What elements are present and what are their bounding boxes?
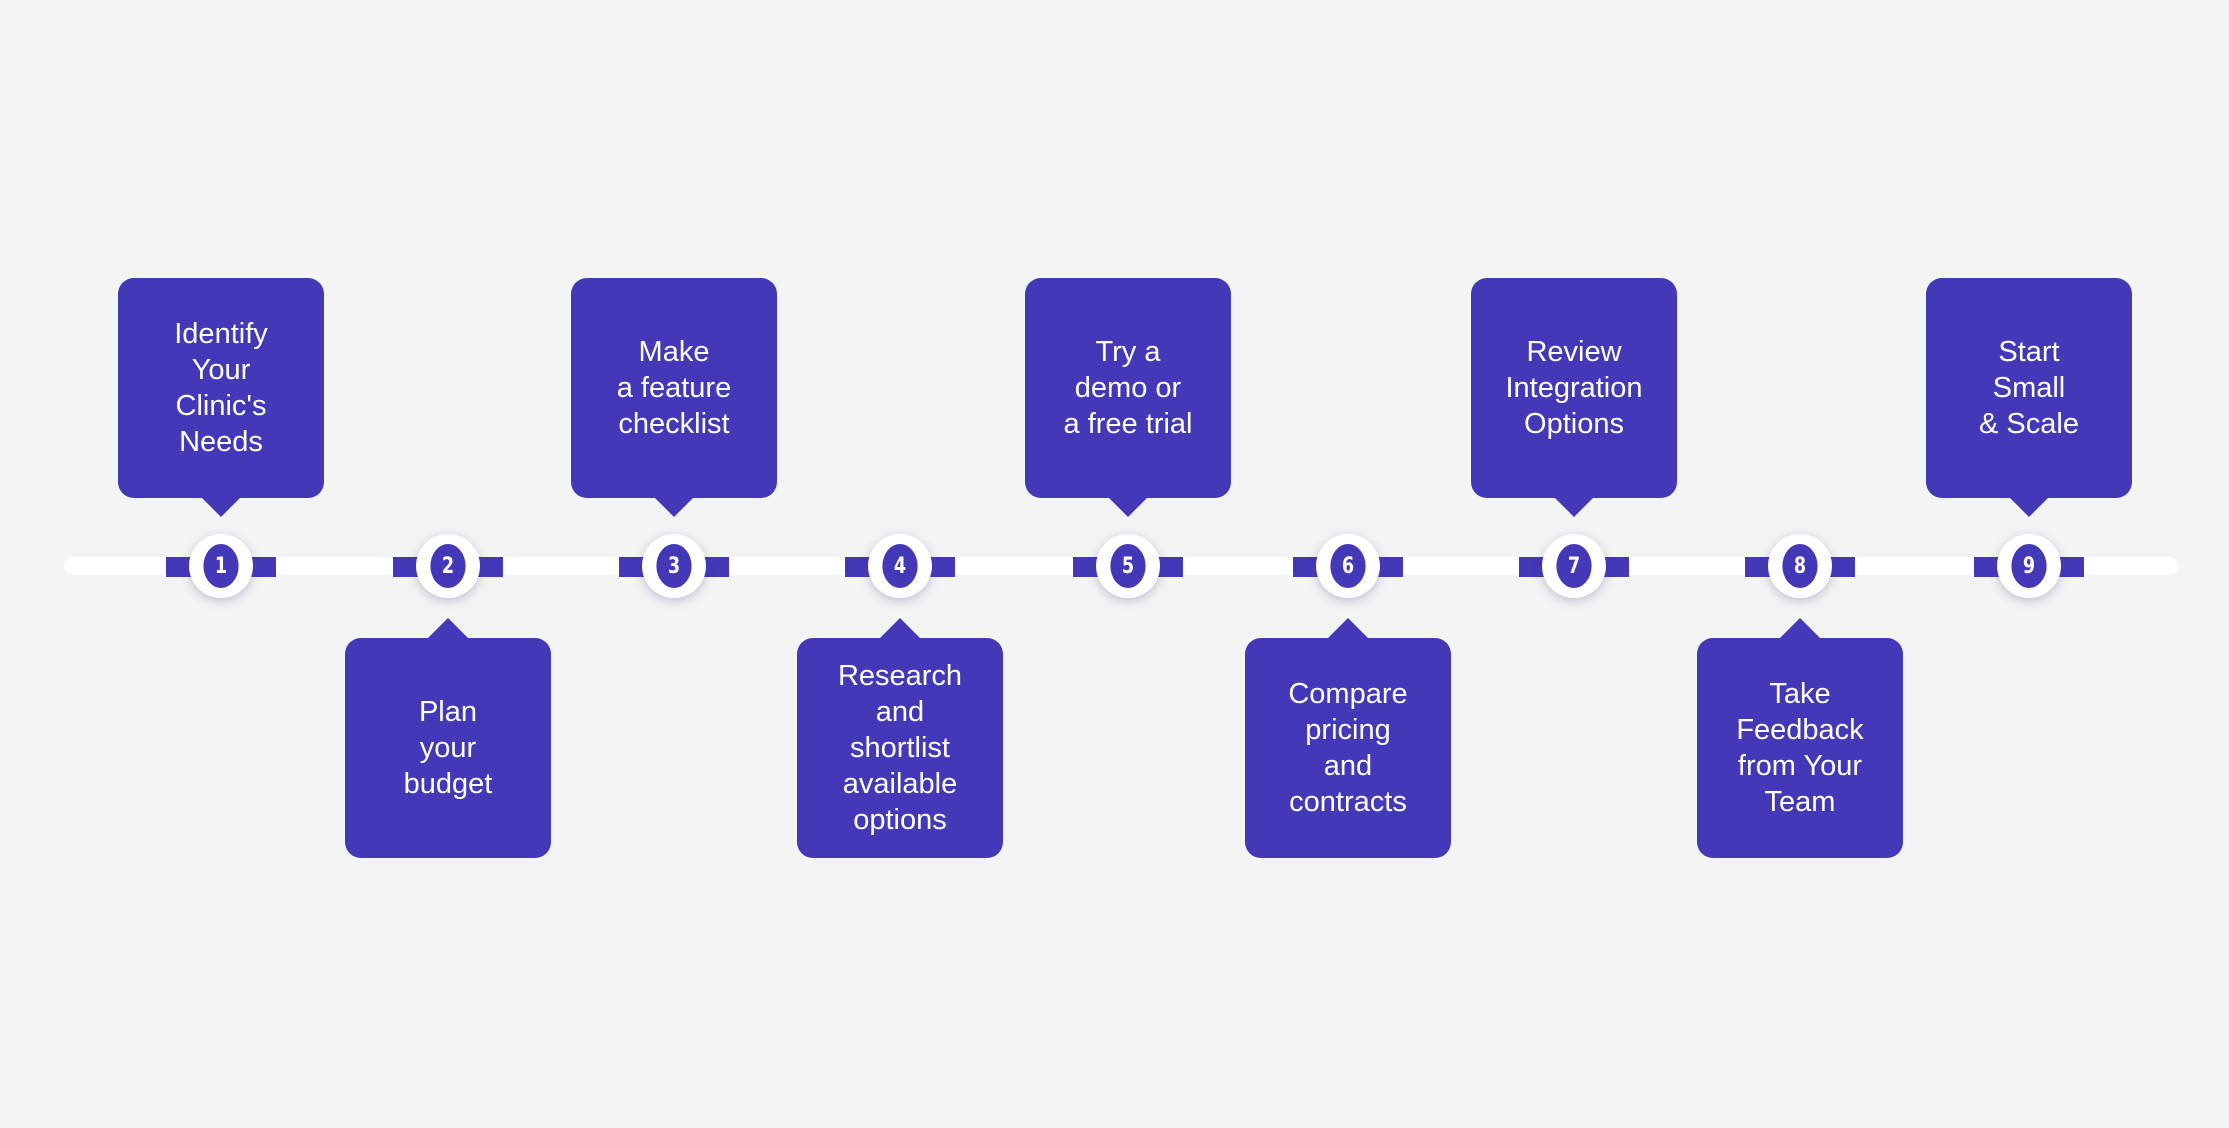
- card-pointer: [2009, 497, 2049, 517]
- card-pointer: [201, 497, 241, 517]
- step-card: Make a feature checklist: [571, 278, 777, 498]
- card-pointer: [880, 618, 920, 638]
- step-number: 3: [656, 544, 692, 588]
- step-card: Plan your budget: [345, 638, 551, 858]
- step-label: Make a feature checklist: [616, 336, 732, 440]
- step-number-badge: 3: [642, 534, 706, 598]
- step-number: 8: [1782, 544, 1818, 588]
- step-label: Try a demo or a free trial: [1063, 336, 1193, 440]
- step-label: Identify Your Clinic's Needs: [174, 318, 268, 458]
- card-pointer: [654, 497, 694, 517]
- step-number: 9: [2011, 544, 2047, 588]
- step-number-badge: 8: [1768, 534, 1832, 598]
- step-number: 5: [1110, 544, 1146, 588]
- step-number: 7: [1556, 544, 1592, 588]
- step-number-badge: 7: [1542, 534, 1606, 598]
- step-number: 1: [203, 544, 239, 588]
- step-number-badge: 6: [1316, 534, 1380, 598]
- step-label: Start Small & Scale: [1979, 336, 2079, 440]
- card-pointer: [1108, 497, 1148, 517]
- card-pointer: [1554, 497, 1594, 517]
- step-label: Research and shortlist available options: [837, 660, 963, 836]
- step-label: Take Feedback from Your Team: [1736, 678, 1864, 818]
- step-number-badge: 2: [416, 534, 480, 598]
- step-label: Review Integration Options: [1505, 336, 1643, 440]
- step-number-badge: 4: [868, 534, 932, 598]
- step-number-badge: 1: [189, 534, 253, 598]
- step-card: Start Small & Scale: [1926, 278, 2132, 498]
- step-card: Compare pricing and contracts: [1245, 638, 1451, 858]
- step-number: 2: [430, 544, 466, 588]
- step-label: Plan your budget: [403, 696, 493, 800]
- step-label: Compare pricing and contracts: [1288, 678, 1408, 818]
- step-card: Research and shortlist available options: [797, 638, 1003, 858]
- card-pointer: [428, 618, 468, 638]
- step-card: Review Integration Options: [1471, 278, 1677, 498]
- step-number-badge: 5: [1096, 534, 1160, 598]
- step-card: Try a demo or a free trial: [1025, 278, 1231, 498]
- step-number-badge: 9: [1997, 534, 2061, 598]
- step-number: 4: [882, 544, 918, 588]
- card-pointer: [1780, 618, 1820, 638]
- step-card: Identify Your Clinic's Needs: [118, 278, 324, 498]
- step-card: Take Feedback from Your Team: [1697, 638, 1903, 858]
- step-number: 6: [1330, 544, 1366, 588]
- card-pointer: [1328, 618, 1368, 638]
